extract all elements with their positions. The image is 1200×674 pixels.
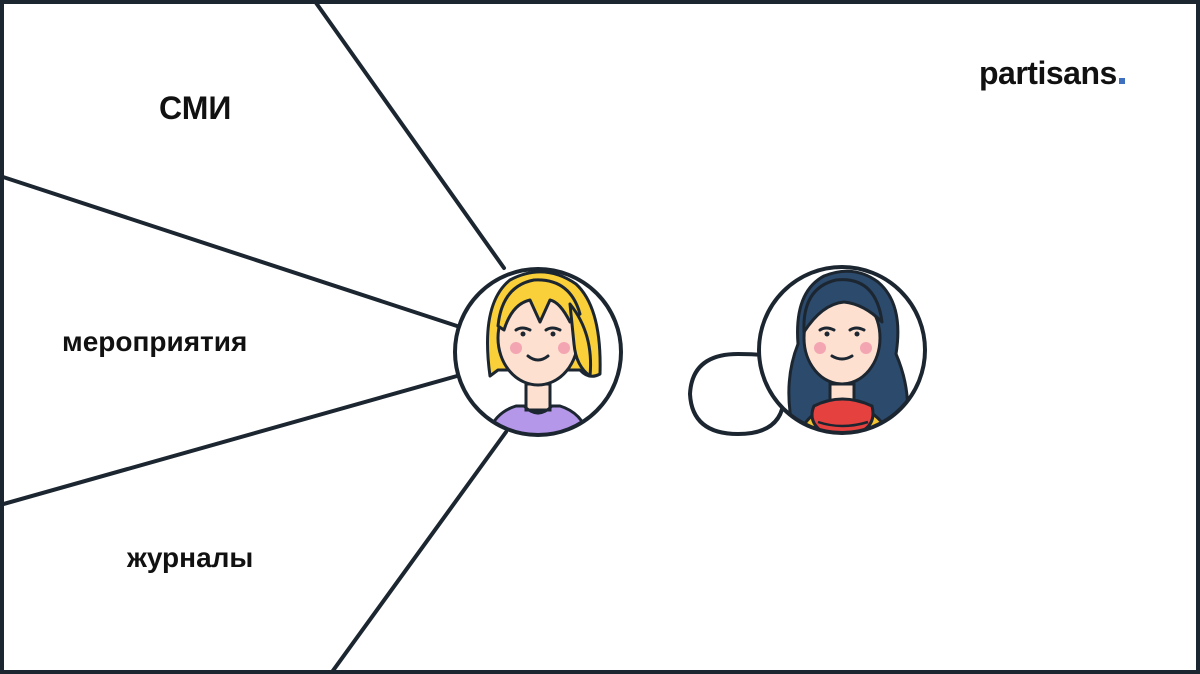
diagram-scene (4, 4, 927, 670)
partisans-logo: partisans (979, 55, 1125, 92)
dark-haired-woman-avatar-icon (757, 265, 927, 435)
logo-dot-icon (1118, 78, 1125, 84)
connector-lines (4, 4, 508, 670)
connector-media (314, 4, 506, 270)
connector-events-lower (4, 374, 459, 506)
connector-journals (330, 430, 508, 670)
label-journals: журналы (127, 542, 254, 573)
label-events: мероприятия (62, 326, 248, 357)
connector-events-upper (4, 175, 459, 328)
blonde-woman-avatar-icon (453, 267, 623, 437)
logo-text: partisans (979, 55, 1117, 91)
label-media: СМИ (159, 90, 232, 126)
